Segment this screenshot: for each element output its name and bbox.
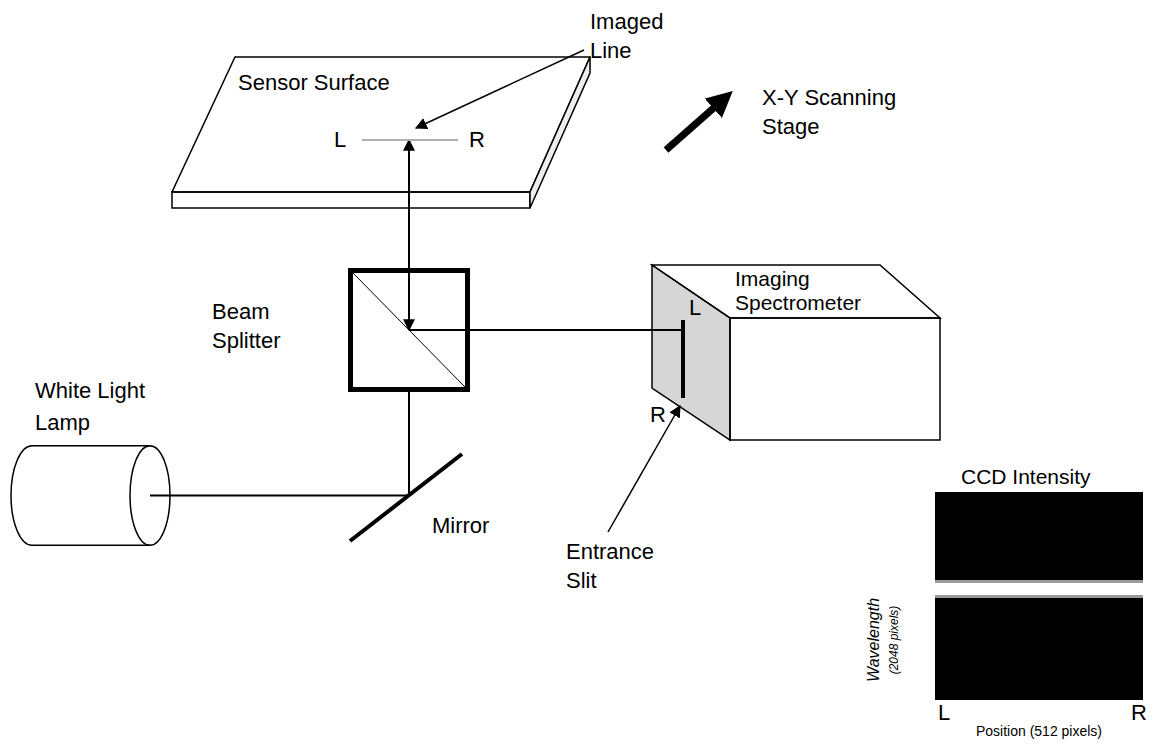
ccd-spectral-line (935, 583, 1143, 595)
beam-splitter-cube (351, 271, 468, 390)
end-marker: L (689, 297, 701, 319)
axis-title: Wavelength (866, 598, 882, 682)
imaging-spectrometer: Imaging Spectrometer (652, 265, 940, 440)
axis-title: Position (512 pixels) (976, 724, 1102, 738)
white-light-lamp: White Light Lamp (10, 445, 172, 546)
node-label: Beam Splitter (212, 298, 304, 355)
node-label: White Light Lamp (35, 375, 165, 439)
axis-end: R (1131, 702, 1147, 724)
end-marker: R (650, 404, 666, 426)
entrance-slit (681, 320, 685, 398)
lamp-window (130, 446, 170, 546)
white-light-lamp-shape (10, 445, 172, 546)
axis-unit: (2048 pixels) (888, 606, 900, 675)
spectrometer-top-face (652, 265, 940, 318)
ccd-glow (935, 580, 1143, 598)
lamp-body (11, 446, 150, 546)
ccd-frame (935, 492, 1143, 700)
sensor-front-face (172, 192, 530, 208)
sensor-surface: Sensor Surface (172, 55, 590, 210)
light-beam (408, 140, 410, 330)
sensor-top-face (172, 57, 590, 192)
imaged-line (362, 139, 458, 141)
beam-splitter-diagonal (353, 273, 465, 387)
imaged-line-leader (416, 50, 584, 128)
scanning-stage-arrow (666, 98, 725, 150)
end-marker: R (469, 129, 485, 151)
callout-text: Entrance Slit (566, 538, 666, 595)
end-marker: L (334, 129, 346, 151)
ccd-image: CCD Intensity (935, 492, 1143, 700)
stage-label: X-Y Scanning Stage (762, 84, 912, 141)
sensor-side-face (530, 57, 590, 208)
ccd-image-shape (935, 492, 1143, 700)
axis-end: L (938, 702, 950, 724)
node-label: Sensor Surface (238, 69, 390, 98)
beam-splitter: Beam Splitter (348, 268, 470, 392)
node-label: Imaging Spectrometer (735, 267, 885, 315)
beam-splitter-shape (348, 268, 470, 392)
light-beam (409, 329, 683, 331)
part-label: Mirror (432, 515, 489, 537)
node-label: CCD Intensity (961, 463, 1091, 490)
light-beam (150, 392, 409, 496)
callout-text: Imaged Line (590, 8, 672, 65)
entrance-slit-leader (608, 406, 680, 532)
spectrometer-front-face (730, 318, 940, 440)
